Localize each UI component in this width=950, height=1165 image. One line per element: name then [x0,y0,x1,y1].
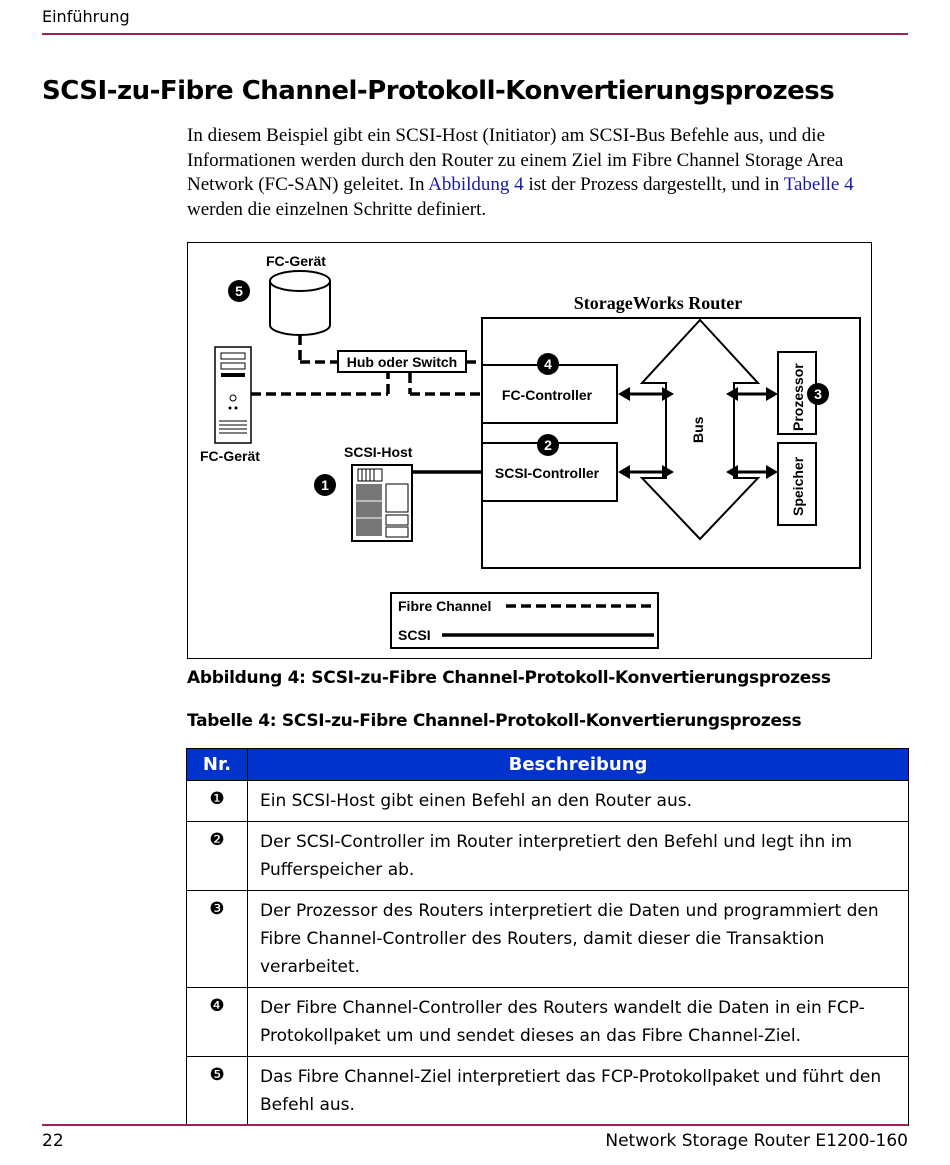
step-number: ❸ [186,890,248,988]
figure-diagram: FC-Gerät 5 FC-Gerät Hub oder Switch Stor… [187,242,872,659]
svg-text:2: 2 [544,437,552,453]
table-row: ❺ Das Fibre Channel-Ziel interpretiert d… [186,1056,909,1126]
page-title: SCSI-zu-Fibre Channel-Protokoll-Konverti… [42,76,835,106]
hub-switch-label: Hub oder Switch [347,354,457,370]
intro-text-2: ist der Prozess dargestellt, und in [523,174,784,195]
controller-bus-arrows [624,392,770,474]
legend-fibre-label: Fibre Channel [398,598,491,614]
steps-table: Nr. Beschreibung ❶ Ein SCSI-Host gibt ei… [186,748,909,1126]
table-row: ❶ Ein SCSI-Host gibt einen Befehl an den… [186,780,909,822]
header-description: Beschreibung [247,748,909,781]
table-row: ❸ Der Prozessor des Routers interpretier… [186,890,909,988]
step-description: Der Fibre Channel-Controller des Routers… [247,987,909,1057]
fc-device-left-label: FC-Gerät [200,448,260,464]
step-description: Der Prozessor des Routers interpretiert … [247,890,909,988]
step-number: ❹ [186,987,248,1057]
scsi-controller-label: SCSI-Controller [495,465,600,481]
bus-label: Bus [690,416,706,443]
table-link[interactable]: Tabelle 4 [783,174,854,195]
bus-arrow [639,318,761,541]
memory-box [777,442,817,526]
page-number: 22 [42,1131,64,1151]
header-rule [42,33,908,35]
server-tower-icon [214,346,252,444]
fc-device-top-label: FC-Gerät [266,253,326,269]
fc-controller-label: FC-Controller [502,387,593,403]
table-caption: Tabelle 4: SCSI-zu-Fibre Channel-Protoko… [187,711,802,731]
product-name: Network Storage Router E1200-160 [605,1131,908,1151]
processor-label: Prozessor [790,363,806,431]
header-nr: Nr. [186,748,248,781]
diagram-svg: FC-Gerät 5 FC-Gerät Hub oder Switch Stor… [200,253,861,649]
svg-text:4: 4 [544,356,552,372]
scsi-host-label: SCSI-Host [344,444,413,460]
step-number: ❷ [186,821,248,891]
running-header: Einführung [42,7,130,26]
badge-4: 4 [537,353,559,375]
table-row: ❹ Der Fibre Channel-Controller des Route… [186,987,909,1057]
fc-device-disk-icon [269,270,331,336]
svg-text:3: 3 [814,386,822,402]
memory-label: Speicher [790,456,806,516]
footer-rule [42,1124,908,1126]
badge-1: 1 [314,474,336,496]
svg-text:1: 1 [321,477,329,493]
figure-link[interactable]: Abbildung 4 [428,174,524,195]
step-description: Der SCSI-Controller im Router interpreti… [247,821,909,891]
step-number: ❶ [186,780,248,822]
intro-paragraph: In diesem Beispiel gibt ein SCSI-Host (I… [187,124,907,222]
badge-5: 5 [228,280,250,302]
hub-switch-box [337,350,467,373]
step-description: Das Fibre Channel-Ziel interpretiert das… [247,1056,909,1126]
legend-box [390,592,659,649]
badge-2: 2 [537,434,559,456]
badge-3: 3 [807,383,829,405]
intro-text-1: In diesem Beispiel gibt ein SCSI-Host (I… [187,125,844,195]
legend-scsi-label: SCSI [398,627,431,643]
step-number: ❺ [186,1056,248,1126]
table-row: ❷ Der SCSI-Controller im Router interpre… [186,821,909,891]
scsi-host-icon [351,464,413,542]
figure-caption: Abbildung 4: SCSI-zu-Fibre Channel-Proto… [187,668,831,688]
step-description: Ein SCSI-Host gibt einen Befehl an den R… [247,780,909,822]
intro-text-3: werden die einzelnen Schritte definiert. [187,198,487,220]
router-title: StorageWorks Router [574,293,742,313]
fibre-channel-links [251,335,482,396]
table-header-row: Nr. Beschreibung [186,748,909,781]
svg-text:5: 5 [235,283,243,299]
